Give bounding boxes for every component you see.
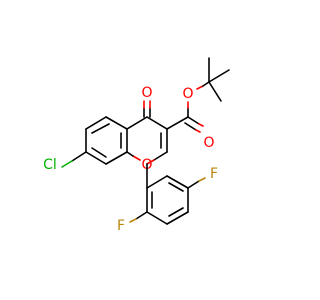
chlorine-substituent: Cl bbox=[43, 151, 87, 173]
ester-single-oxygen-label: O bbox=[182, 86, 193, 102]
meta-fluorine-label: F bbox=[210, 166, 218, 182]
chlorine-label: Cl bbox=[43, 157, 57, 173]
molecule-structure: Cl O O O O bbox=[0, 0, 300, 300]
fluorine-substituents: F F bbox=[117, 166, 218, 234]
tert-butyl-ester: O O bbox=[166, 57, 230, 151]
ortho-fluorine-label: F bbox=[117, 218, 125, 234]
ester-double-oxygen-label: O bbox=[203, 135, 214, 151]
benzo-ring bbox=[85, 116, 128, 165]
canvas-background bbox=[0, 0, 300, 300]
ketone-oxygen-label: O bbox=[141, 85, 152, 101]
difluorophenyl-ring bbox=[146, 163, 189, 225]
ketone-group: O bbox=[141, 85, 153, 118]
